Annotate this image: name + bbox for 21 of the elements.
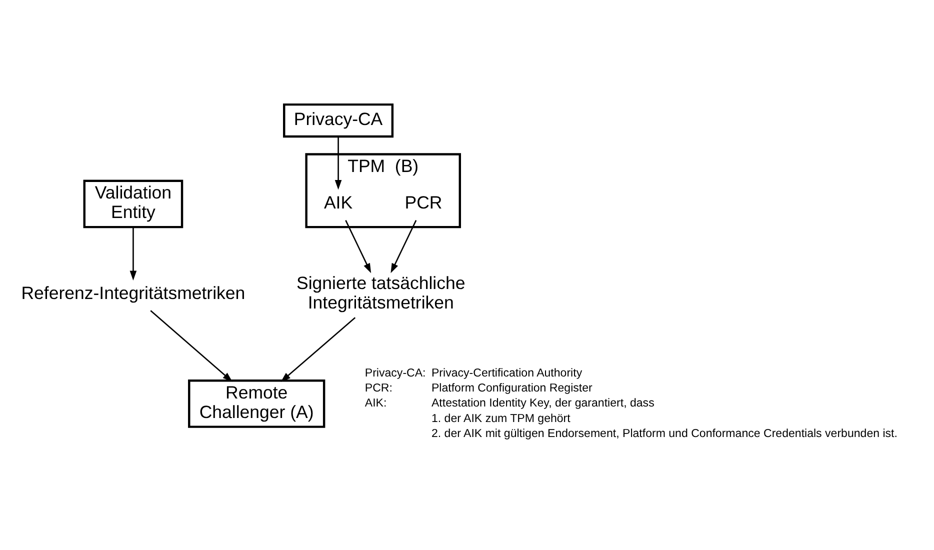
label: Platform Configuration Register <box>431 382 592 395</box>
label: Attestation Identity Key, der garantiert, dass <box>431 398 654 410</box>
label: PCR: <box>364 382 392 395</box>
node-box: Remote Challenger (A) <box>188 380 326 428</box>
arrow <box>390 220 417 274</box>
arrow <box>150 310 232 382</box>
node-box: Privacy-CA <box>283 103 394 138</box>
node-box: Validation Entity <box>83 180 184 228</box>
label: AIK: <box>364 398 387 410</box>
node-text: Signierte tatsächliche Integritätsmetriken <box>296 273 466 313</box>
arrow <box>334 136 342 190</box>
label: Privacy-Certification Authority <box>431 368 582 380</box>
node-text: Referenz-Integritätsmetriken <box>21 282 246 303</box>
node-text: AIK <box>324 192 353 212</box>
arrow <box>345 220 372 274</box>
arrow <box>280 317 356 382</box>
node-text: PCR <box>404 192 442 212</box>
arrow <box>130 227 137 281</box>
label: Privacy-CA: <box>364 368 426 380</box>
label: 1. der AIK zum TPM gehört <box>431 412 570 425</box>
label: 2. der AIK mit gültigen Endorsement, Platform und Conformance Credentials verbunden ist. <box>431 428 898 440</box>
